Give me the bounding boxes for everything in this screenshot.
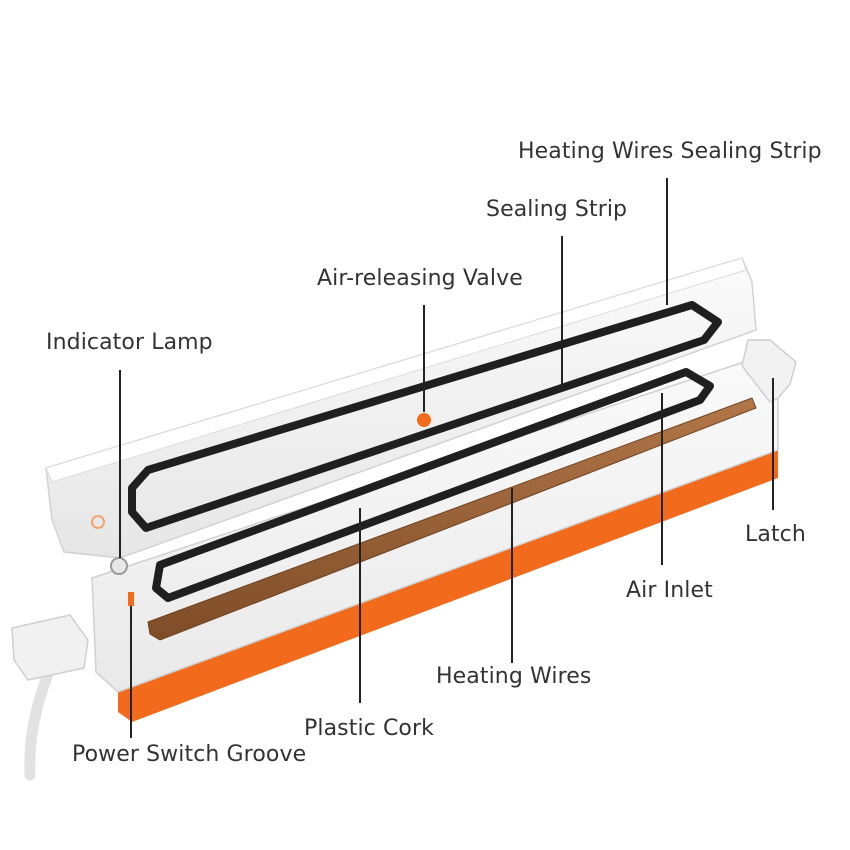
leader-lines — [119, 178, 774, 738]
lid-orange-mark — [91, 515, 105, 529]
air-releasing-valve-dot — [417, 413, 431, 427]
label-plastic-cork: Plastic Cork — [304, 716, 434, 741]
label-heating-wires-sealing-strip: Heating Wires Sealing Strip — [518, 139, 822, 164]
label-latch: Latch — [745, 522, 806, 547]
latch-part — [741, 339, 797, 403]
heating-strip — [147, 397, 757, 641]
label-indicator-lamp: Indicator Lamp — [46, 330, 213, 355]
indicator-lamp-ring — [110, 557, 128, 575]
cord-plug — [11, 614, 89, 681]
label-sealing-strip: Sealing Strip — [486, 197, 628, 222]
label-power-switch-groove: Power Switch Groove — [72, 742, 307, 767]
base-gasket — [152, 368, 714, 602]
base-orange-band — [118, 448, 778, 722]
label-air-inlet: Air Inlet — [626, 578, 713, 603]
label-heating-wires: Heating Wires — [436, 664, 592, 689]
lid-gasket — [128, 301, 722, 532]
lid-top-edge — [45, 257, 747, 483]
label-air-releasing-valve: Air-releasing Valve — [317, 266, 523, 291]
power-switch-mark — [128, 592, 134, 606]
